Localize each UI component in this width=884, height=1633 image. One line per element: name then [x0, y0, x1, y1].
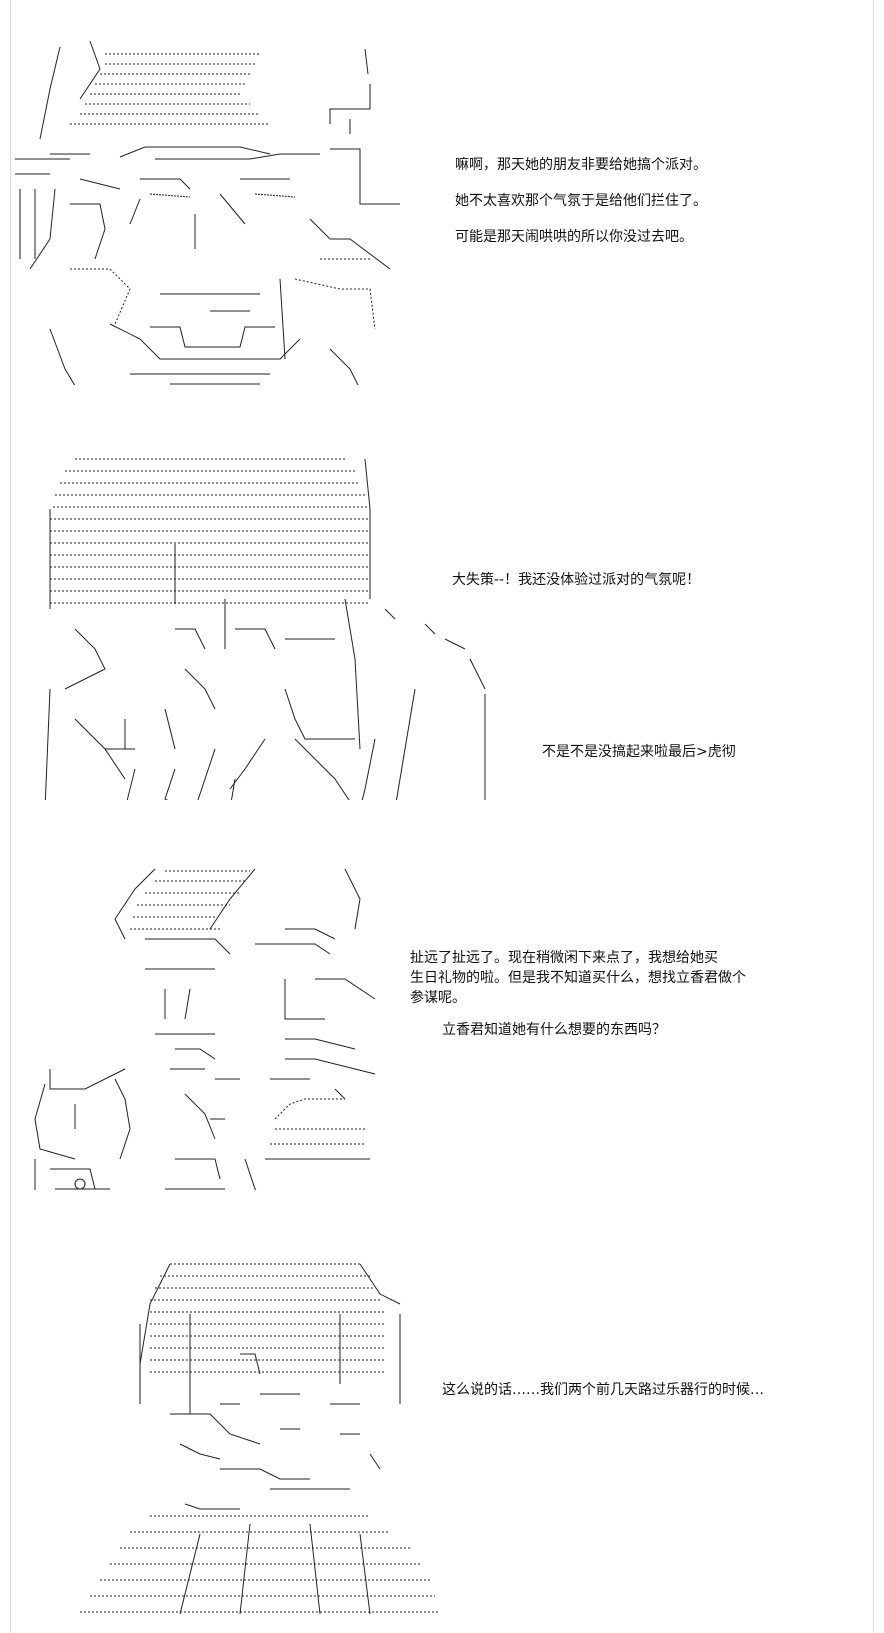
aside-line: 不是不是没搞起来啦最后>虎彻: [542, 744, 736, 760]
ascii-art-figure-4: [70, 1235, 450, 1615]
dialog-panel-2: 大失策--！我还没体验过派对的气氛呢！: [452, 570, 852, 606]
page-frame: [10, 0, 874, 1633]
ascii-art-figure-1: [10, 10, 410, 385]
aside-panel-2: 不是不是没搞起来啦最后>虎彻: [542, 742, 862, 778]
dialog-line: 生日礼物的啦。但是我不知道买什么，想找立香君做个: [410, 970, 746, 986]
dialog-line: 这么说的话……我们两个前几天路过乐器行的时候…: [442, 1382, 764, 1398]
dialog-line: 可能是那天闹哄哄的所以你没过去吧。: [455, 229, 693, 245]
dialog-line: 她不太喜欢那个气氛于是给他们拦住了。: [455, 193, 707, 209]
dialog-line: 嘛啊，那天她的朋友非要给她搞个派对。: [455, 157, 707, 173]
ascii-art-figure-3: [15, 840, 415, 1190]
dialog-panel-1: 嘛啊，那天她的朋友非要给她搞个派对。 她不太喜欢那个气氛于是给他们拦住了。 可能…: [455, 155, 855, 263]
ascii-art-figure-2: [35, 430, 495, 800]
dialog-question: 立香君知道她有什么想要的东西吗？: [442, 1022, 666, 1038]
dialog-line: 扯远了扯远了。现在稍微闲下来点了，我想给她买: [410, 950, 718, 966]
dialog-line: 参谋呢。: [410, 990, 466, 1006]
dialog-panel-3: 扯远了扯远了。现在稍微闲下来点了，我想给她买 生日礼物的啦。但是我不知道买什么，…: [410, 948, 880, 1040]
dialog-panel-4: 这么说的话……我们两个前几天路过乐器行的时候…: [442, 1380, 862, 1416]
dialog-line: 大失策--！我还没体验过派对的气氛呢！: [452, 572, 701, 588]
